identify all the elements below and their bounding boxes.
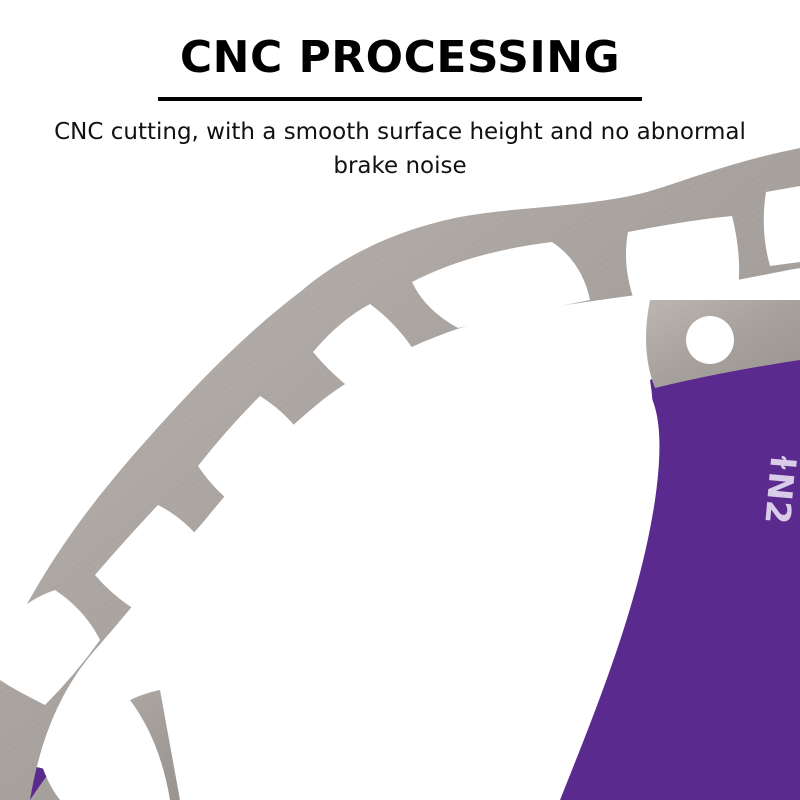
rotor-center-opening — [178, 366, 660, 800]
headline: CNC PROCESSING — [179, 32, 621, 83]
rotor-cutouts — [0, 186, 800, 705]
rotor-marking-text: ɫN2 — [756, 451, 800, 525]
headline-underline — [158, 97, 642, 101]
subtitle: CNC cutting, with a smooth surface heigh… — [54, 119, 746, 179]
rotor-carrier — [560, 330, 800, 800]
